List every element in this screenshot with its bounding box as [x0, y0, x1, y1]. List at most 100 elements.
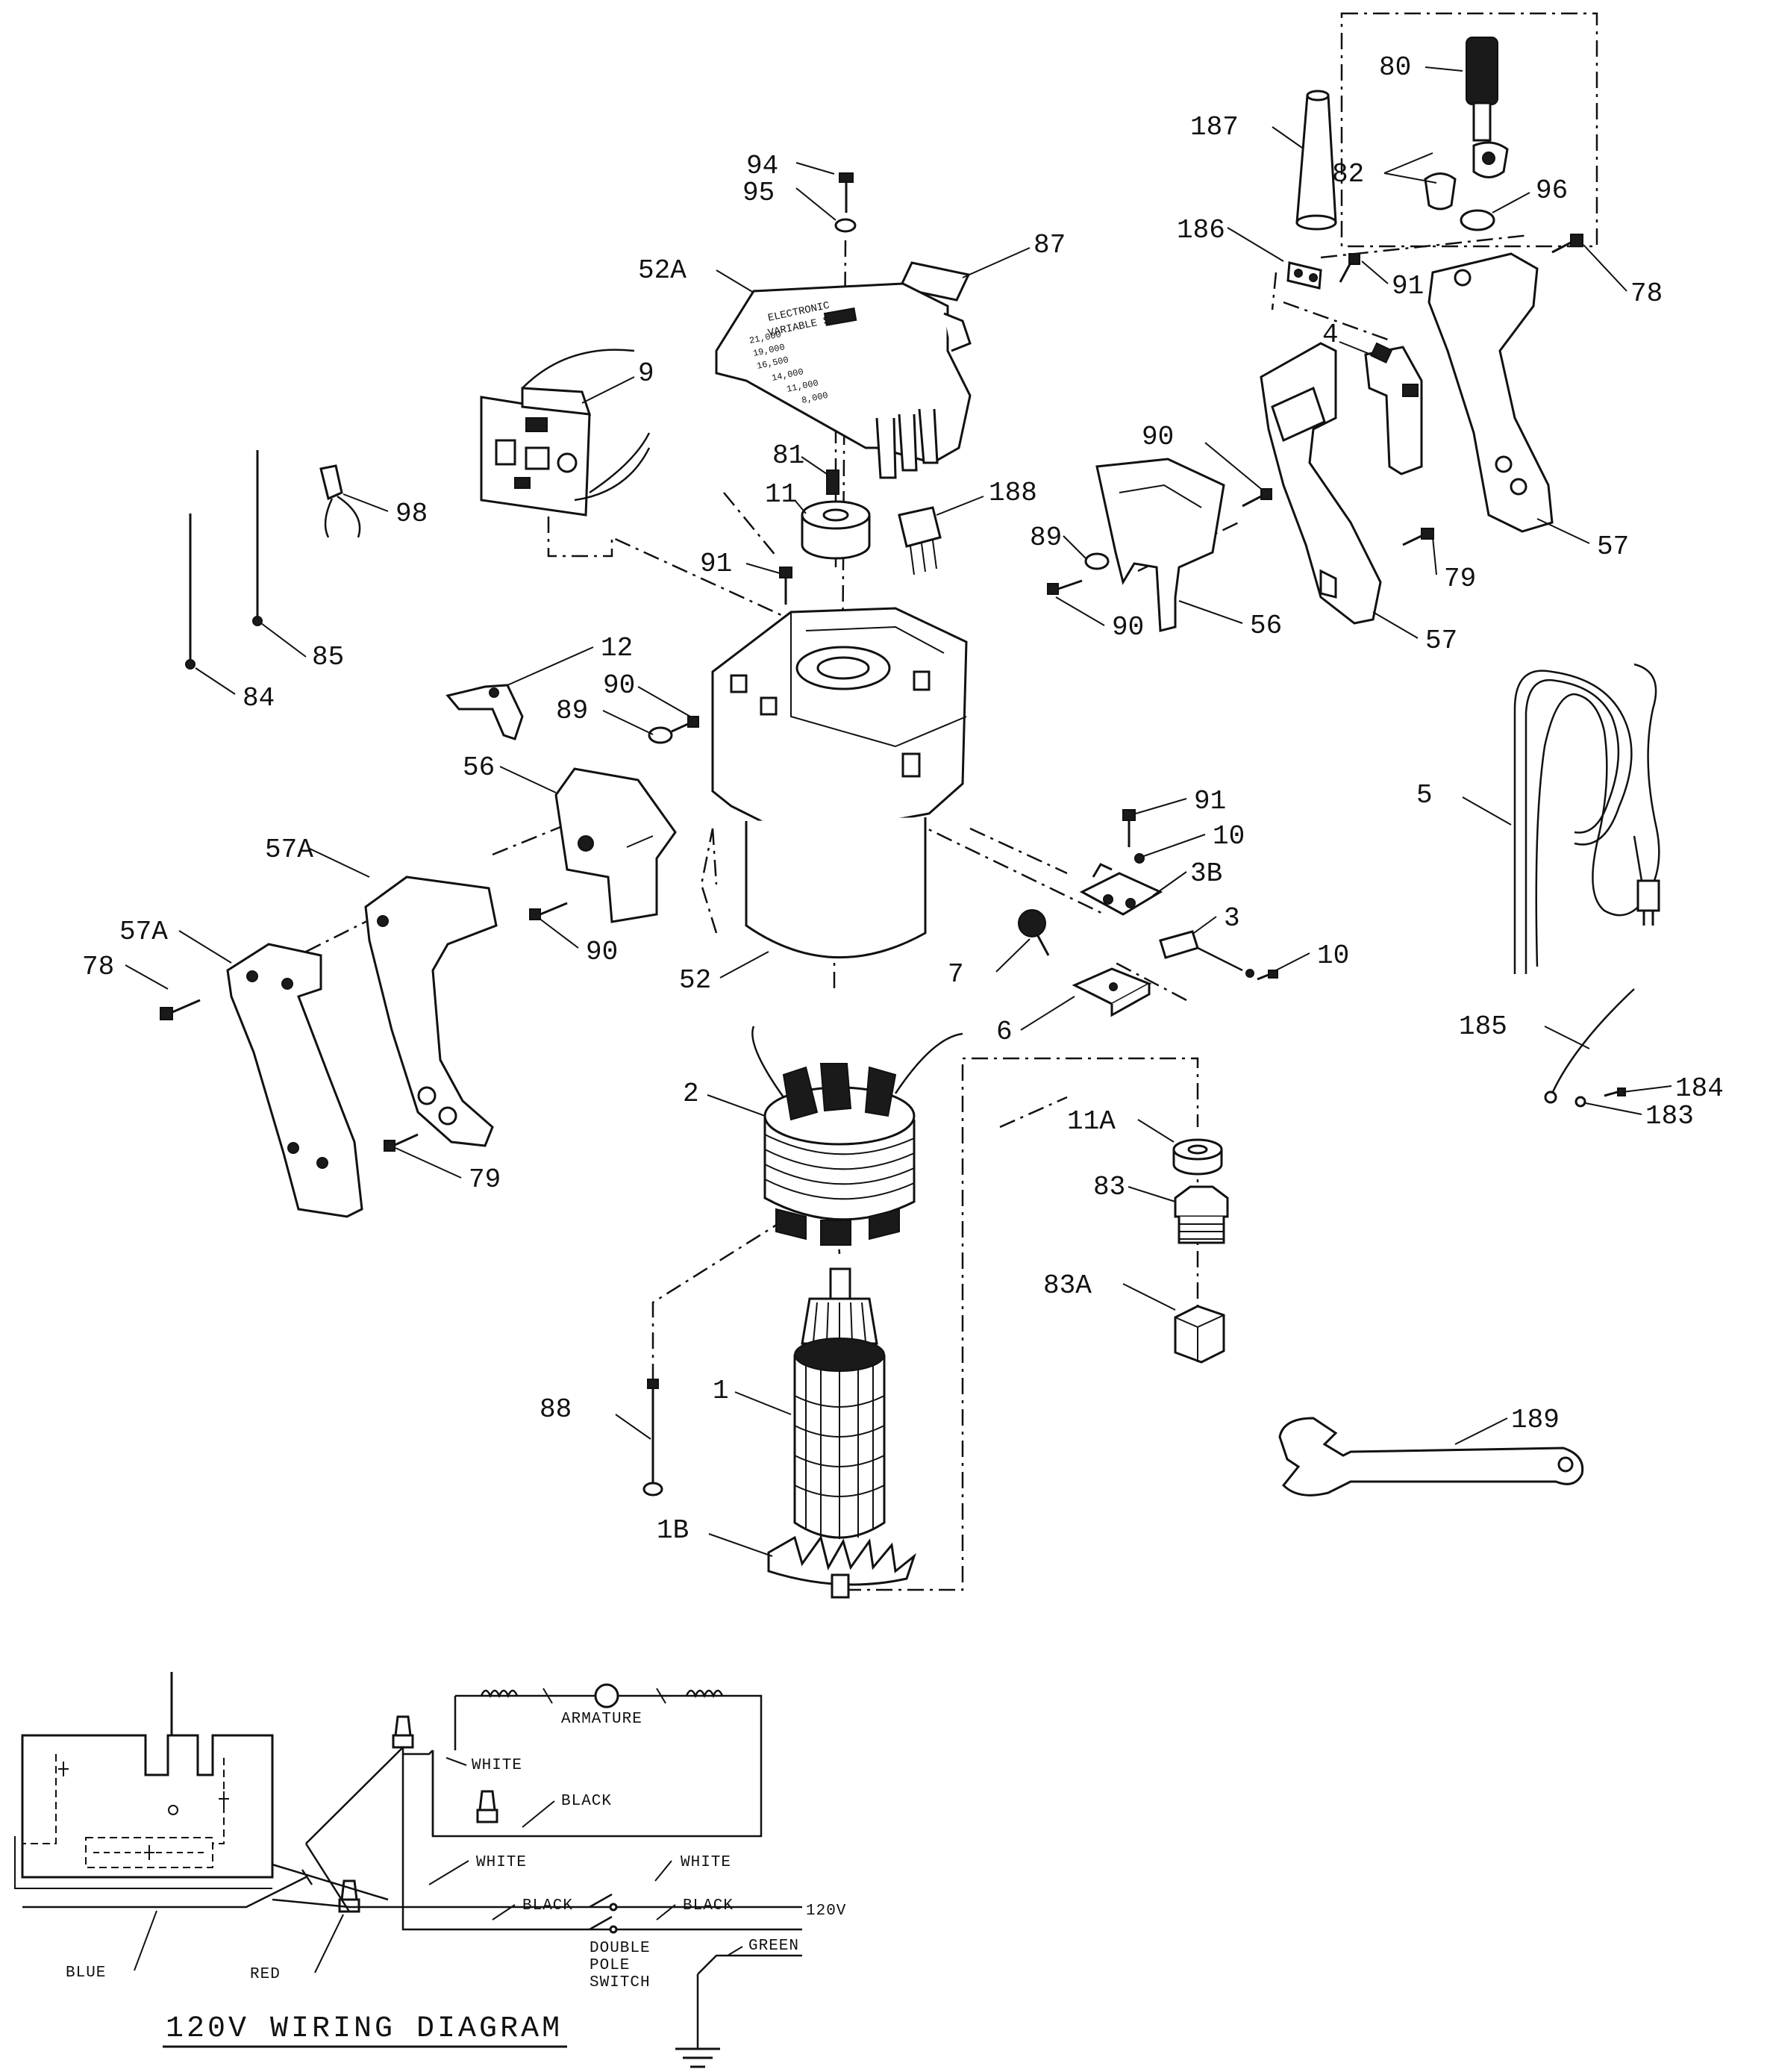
part-89-washer-left: [648, 726, 673, 744]
part-81-set-screw: [826, 469, 839, 495]
terminal-left: [392, 1715, 414, 1749]
label-187: 187: [1190, 112, 1239, 143]
part-98-wire-nut: [319, 464, 361, 538]
label-94: 94: [746, 151, 778, 181]
label-89-right: 89: [1030, 522, 1062, 553]
wiring-black-1: BLACK: [561, 1793, 612, 1810]
label-79-right: 79: [1444, 564, 1476, 594]
part-90-screw-left-b: [529, 902, 568, 920]
wiring-switch-1: DOUBLE: [590, 1940, 651, 1957]
label-90-left-b: 90: [586, 937, 618, 967]
part-90-screw-right-b: [1047, 579, 1083, 595]
wiring-diagram-title: 120V WIRING DIAGRAM: [166, 2012, 563, 2046]
part-95-washer: [834, 218, 857, 233]
label-88: 88: [540, 1394, 572, 1425]
label-3B: 3B: [1190, 858, 1222, 889]
part-6-brush-holder-plate: [1072, 967, 1152, 1017]
label-56-right: 56: [1250, 611, 1282, 641]
label-11: 11: [765, 479, 797, 510]
part-4-switch: [1364, 342, 1423, 475]
wiring-white-3: WHITE: [681, 1854, 731, 1871]
label-56-left: 56: [463, 752, 495, 783]
label-81: 81: [772, 440, 804, 471]
label-83: 83: [1093, 1172, 1125, 1202]
part-82-collet-clips: [1424, 141, 1509, 210]
label-11A: 11A: [1067, 1106, 1116, 1137]
label-5: 5: [1416, 780, 1433, 811]
wiring-switch-2: POLE: [590, 1957, 630, 1974]
label-89-left: 89: [556, 696, 588, 726]
label-82: 82: [1332, 159, 1364, 190]
label-10-b: 10: [1317, 940, 1349, 971]
label-57A-rear: 57A: [119, 917, 168, 947]
label-3: 3: [1224, 903, 1240, 934]
part-184-screw: [1604, 1088, 1626, 1097]
wiring-black-3: BLACK: [683, 1897, 734, 1915]
part-56-bracket-left: [554, 767, 677, 923]
label-91-top: 91: [1392, 271, 1424, 302]
label-57-rear: 57: [1597, 531, 1629, 562]
part-1B-fan: [767, 1535, 917, 1599]
part-78-screw-left: [160, 999, 201, 1020]
label-1: 1: [713, 1376, 729, 1406]
part-183-washer: [1574, 1096, 1586, 1108]
part-83-collet-nut: [1174, 1185, 1229, 1244]
part-56-bracket-right: [1095, 458, 1225, 632]
label-12: 12: [601, 633, 633, 664]
part-3-brush: [1159, 930, 1254, 978]
part-57-handle-rear: [1427, 252, 1554, 533]
wiring-blue: BLUE: [66, 1965, 106, 1982]
part-10-screw-a: [1134, 853, 1145, 864]
part-79-screw-left: [384, 1133, 419, 1152]
label-96: 96: [1536, 175, 1568, 206]
label-6: 6: [996, 1017, 1013, 1047]
label-1B: 1B: [657, 1515, 689, 1546]
label-85: 85: [312, 642, 344, 673]
label-52: 52: [679, 965, 711, 996]
label-52A: 52A: [638, 255, 687, 286]
part-79-screw-right: [1402, 528, 1434, 546]
label-83A: 83A: [1043, 1270, 1092, 1301]
parts: ELECTRONIC VARIABLE SPEED 21,000 19,000 …: [160, 37, 1660, 1599]
part-11A-bearing: [1172, 1138, 1223, 1176]
part-5-power-cord: [1513, 663, 1660, 974]
wiring-black-2: BLACK: [522, 1897, 573, 1915]
label-90-right-b: 90: [1112, 612, 1144, 643]
label-84: 84: [243, 683, 275, 714]
part-90-screw-left-a: [671, 716, 699, 733]
label-78-top: 78: [1630, 278, 1663, 309]
label-91-right: 91: [1194, 786, 1226, 817]
wiring-red: RED: [250, 1966, 281, 1983]
wiring-voltage: 120V: [806, 1903, 846, 1920]
part-labels: 80 82 96 187 94 95 87 52A 186 91 78 4 9 …: [82, 52, 1724, 1546]
label-183: 183: [1645, 1101, 1694, 1132]
part-187-tube: [1295, 94, 1337, 224]
part-84-cable-tie: [185, 514, 196, 670]
label-80: 80: [1379, 52, 1411, 83]
label-4: 4: [1322, 319, 1339, 350]
label-9: 9: [638, 358, 654, 389]
label-98: 98: [395, 499, 428, 529]
part-9-circuit-board: [480, 349, 651, 517]
part-90-screw-right-a: [1242, 488, 1272, 508]
part-91-screw-right: [1122, 809, 1136, 847]
part-11-bearing: [801, 500, 871, 560]
part-52-motor-housing: [711, 607, 968, 959]
wiring-green: GREEN: [748, 1938, 799, 1955]
part-80-collet: [1466, 37, 1498, 142]
part-12-clip: [445, 684, 524, 740]
part-78-screw-top: [1551, 234, 1583, 254]
part-52A-top-cover: ELECTRONIC VARIABLE SPEED 21,000 19,000 …: [715, 282, 972, 479]
label-186: 186: [1177, 215, 1225, 246]
wiring-switch-3: SWITCH: [590, 1974, 651, 1991]
terminal-mid: [476, 1790, 498, 1823]
label-10-a: 10: [1213, 821, 1245, 852]
label-57A-front: 57A: [265, 834, 313, 865]
label-79-left: 79: [469, 1164, 501, 1195]
wiring-white-2: WHITE: [476, 1854, 527, 1871]
wiring-armature: ARMATURE: [561, 1711, 642, 1728]
part-188-rectifier: [898, 506, 942, 575]
part-91-screw-housing: [779, 567, 792, 605]
label-184: 184: [1675, 1073, 1724, 1104]
